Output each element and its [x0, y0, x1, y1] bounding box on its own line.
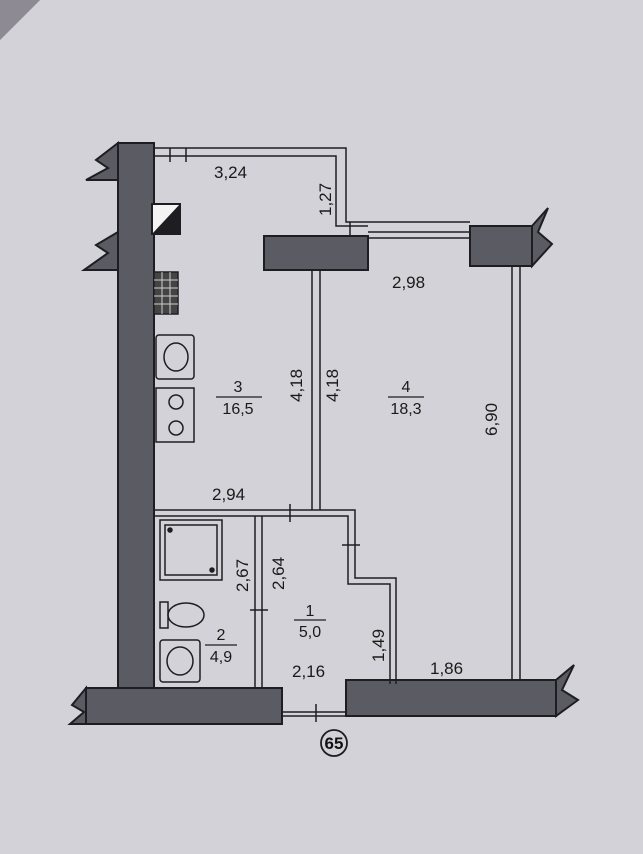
dimension-ticks [250, 504, 360, 722]
thin-lines [154, 147, 521, 717]
wall-break-bottom-left [67, 685, 87, 725]
dim-room4-bottom-width: 1,86 [430, 659, 463, 678]
unit-number-circle [320, 729, 348, 757]
room-area: 5,0 [299, 624, 321, 641]
room-number: 4 [402, 379, 411, 396]
bathroom-fixtures [159, 519, 223, 683]
dim-hall-width: 2,16 [292, 662, 325, 681]
room-label-3: 3 16,5 [216, 379, 262, 418]
ventilation-fill [152, 204, 180, 234]
room-label-2: 2 4,9 [205, 627, 237, 666]
cooktop [155, 387, 195, 443]
room-number: 3 [234, 379, 243, 396]
wall-left-break-top [85, 140, 119, 181]
dim-room3-width-bottom: 2,94 [212, 485, 245, 504]
bathroom-sink [159, 639, 201, 683]
dim-balcony-width: 3,24 [214, 163, 247, 182]
wall-left [117, 142, 155, 697]
wall-break-bottom-right [555, 664, 580, 718]
dim-bath-height: 2,67 [233, 559, 252, 592]
wall-left-break-mid [80, 230, 119, 271]
dim-room4-length-right: 6,90 [482, 403, 501, 436]
room-area: 18,3 [390, 401, 421, 418]
wall-top-room4-left [263, 235, 369, 271]
dim-hall-height: 2,64 [269, 557, 288, 590]
unit-number: 65 [325, 734, 344, 753]
walls [67, 140, 580, 725]
dim-room3-length: 4,18 [287, 369, 306, 402]
wall-bottom-left [85, 687, 283, 725]
room-area: 4,9 [210, 649, 232, 666]
kitchen-sink [155, 334, 195, 380]
room-area: 16,5 [222, 401, 253, 418]
room-label-4: 4 18,3 [388, 379, 424, 418]
wall-top-room4-right [469, 225, 533, 267]
toilet-bowl [167, 602, 205, 628]
wall-bottom-right [345, 679, 557, 717]
room-number: 2 [217, 627, 226, 644]
wall-break-top-right [531, 207, 554, 269]
shower-tray [159, 519, 223, 581]
dim-balcony-depth: 1,27 [316, 183, 335, 216]
room-label-1: 1 5,0 [294, 603, 326, 641]
paper-shadow [0, 0, 40, 40]
room-number: 1 [306, 603, 315, 620]
dim-room4-length-left: 4,18 [323, 369, 342, 402]
stove-grid [153, 271, 179, 315]
dim-room4-width: 2,98 [392, 273, 425, 292]
kitchen-fixtures [151, 203, 195, 443]
dim-hall-niche: 1,49 [369, 629, 388, 662]
